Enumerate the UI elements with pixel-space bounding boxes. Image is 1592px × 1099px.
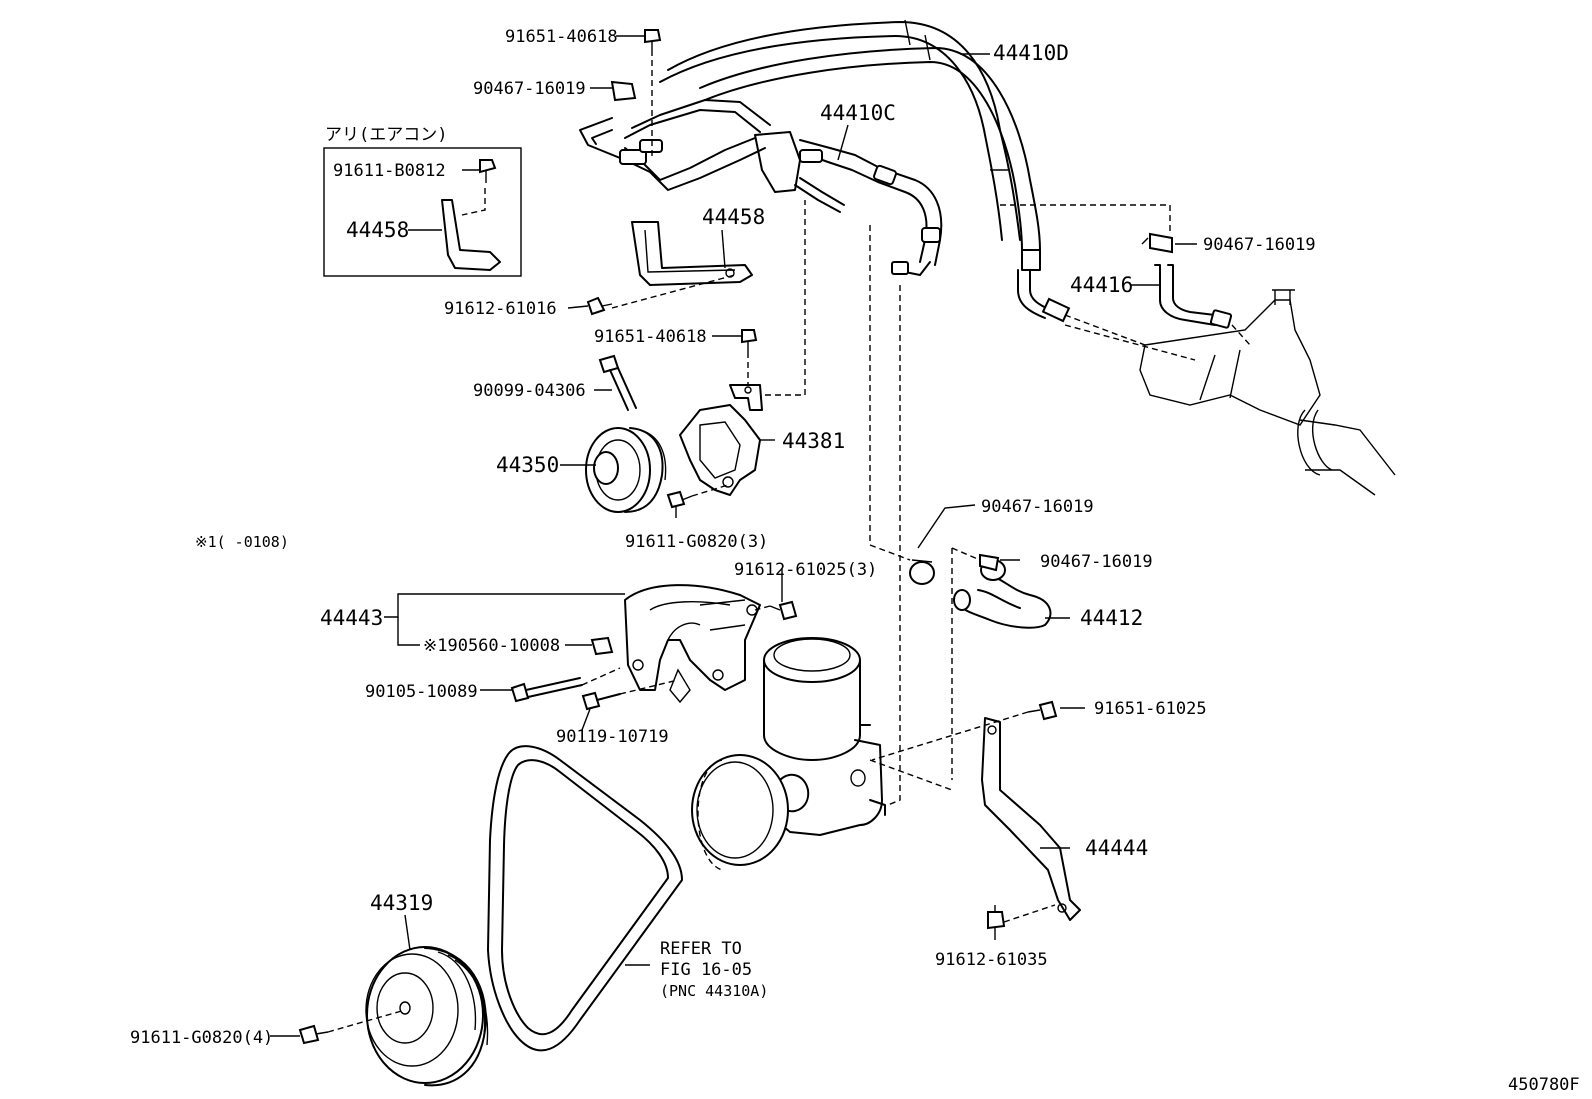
aircon-option-box [323, 147, 522, 277]
part-label: 44412 [1080, 606, 1143, 630]
suction-hose-44412[interactable] [953, 559, 1052, 629]
clamp-icon [1141, 232, 1173, 254]
part-label: 44444 [1085, 836, 1148, 860]
refer-note: FIG 16-05 [660, 960, 752, 980]
part-label: 44410C [820, 101, 896, 125]
part-label: 91612-61016 [444, 299, 557, 319]
part-label: ※190560-10008 [423, 636, 560, 656]
part-label: 44416 [1070, 273, 1133, 297]
part-label: 91612-61035 [935, 950, 1048, 970]
part-label: 44458 [346, 218, 409, 242]
bolt-icon [479, 159, 497, 183]
part-label: 90099-04306 [473, 381, 586, 401]
part-number-labels: 91651-40618 90467-16019 44410D 44410C アリ… [130, 27, 1580, 1095]
part-label: 91612-61025(3) [734, 560, 877, 580]
bolt-icon [598, 354, 637, 411]
part-label: 90467-16019 [1203, 235, 1316, 255]
pump-bracket-44443[interactable] [624, 584, 761, 704]
part-label: 90119-10719 [556, 727, 669, 747]
bolt-icon [644, 29, 662, 50]
collar-icon [590, 636, 614, 656]
bolt-icon [1027, 700, 1058, 721]
idler-pulley-44350[interactable] [585, 427, 667, 513]
bolt-icon [666, 490, 693, 509]
part-label: 91611-G0820(3) [625, 532, 768, 552]
part-label: 44319 [370, 891, 433, 915]
part-label: 90467-16019 [1040, 552, 1153, 572]
bolt-icon [581, 691, 621, 711]
part-label: 91651-40618 [594, 327, 707, 347]
pipe-assembly-44410C[interactable] [579, 99, 943, 276]
pump-pulley [691, 754, 789, 871]
leader-lines [270, 35, 1197, 1037]
part-label: 91611-B0812 [333, 161, 446, 181]
part-label: 44350 [496, 453, 559, 477]
bolt-icon [769, 600, 798, 621]
part-label: 44443 [320, 606, 383, 630]
return-hose-44416[interactable] [1154, 264, 1233, 329]
crankshaft-pulley-44319[interactable] [365, 946, 489, 1087]
part-label: 90467-16019 [981, 497, 1094, 517]
figure-id: 450780F [1508, 1075, 1580, 1095]
part-label: 91651-61025 [1094, 699, 1207, 719]
clamp-icon [610, 80, 1000, 585]
bolt-icon [510, 677, 583, 703]
part-label: 44458 [702, 205, 765, 229]
bolt-icon [298, 1024, 329, 1045]
assembly-guide-lines [327, 50, 1251, 1033]
power-steering-pump [759, 637, 886, 836]
part-label: 90467-16019 [473, 79, 586, 99]
part-label: 91611-G0820(4) [130, 1028, 273, 1048]
refer-note: (PNC 44310A) [660, 982, 768, 1000]
bolt-icon [987, 905, 1006, 930]
note-label: ※1( -0108) [195, 533, 289, 551]
aircon-title: アリ(エアコン) [325, 125, 447, 145]
part-label: 44410D [993, 41, 1069, 65]
bolt-icon [586, 296, 613, 316]
pump-bracket-44444[interactable] [981, 717, 1081, 921]
part-label: 91651-40618 [505, 27, 618, 47]
bracket-44458[interactable] [631, 221, 753, 286]
pressure-hose-44410D[interactable] [659, 19, 1071, 323]
bolt-icon [741, 329, 758, 352]
v-belt [487, 745, 683, 1052]
refer-note: REFER TO [660, 939, 742, 959]
part-label: 44381 [782, 429, 845, 453]
pump-bracket-44381[interactable] [679, 384, 763, 496]
steering-gear-housing [1139, 289, 1396, 496]
part-label: 90105-10089 [365, 682, 478, 702]
